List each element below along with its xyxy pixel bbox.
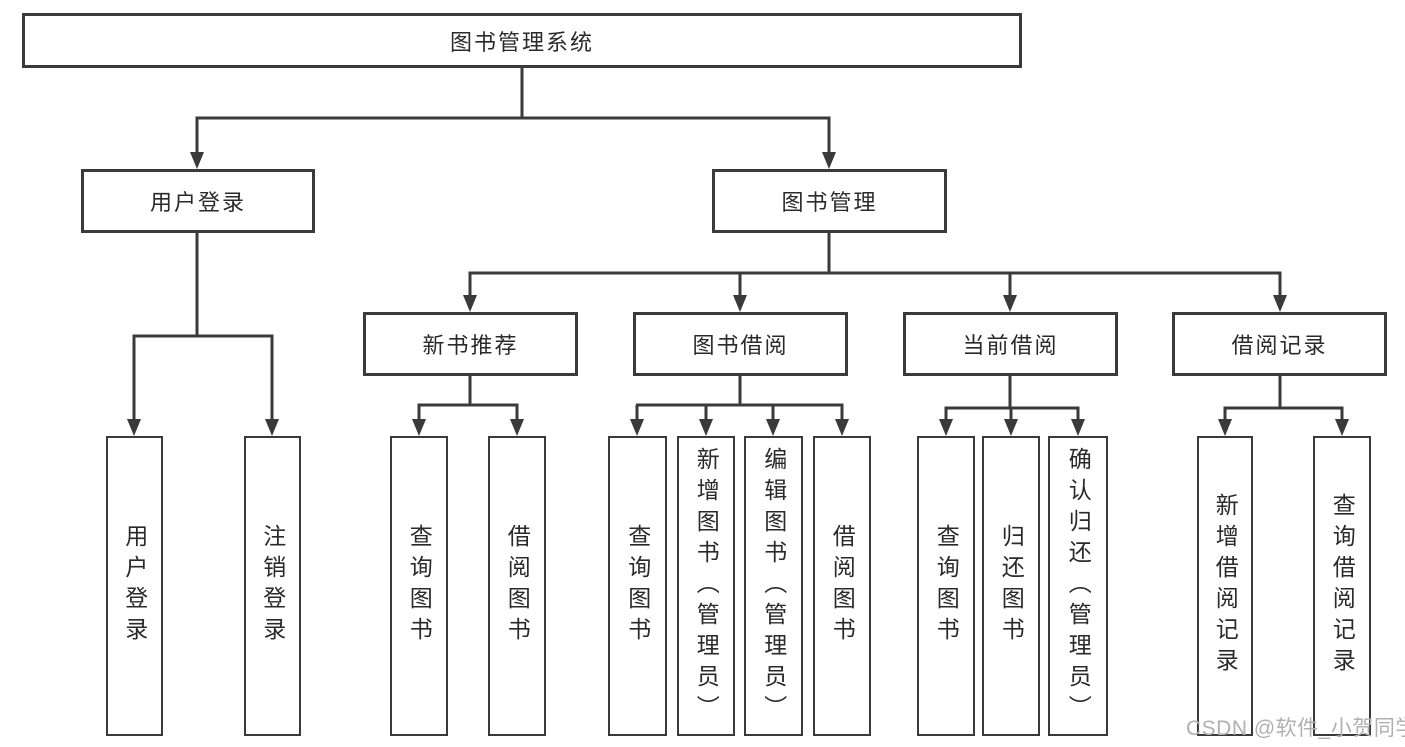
node-leaf-query-books-borrow: 查询图书 — [608, 436, 667, 736]
node-leaf-confirm-return-admin: 确认归还（管理员） — [1048, 436, 1108, 736]
watermark: CSDN @软件_小贺同学 — [1186, 717, 1405, 740]
connector-borrow-records-to-children — [1218, 376, 1349, 436]
node-leaf-edit-books-admin: 编辑图书（管理员） — [744, 436, 803, 736]
connector-root-to-level2 — [190, 66, 836, 169]
node-book-mgmt: 图书管理 — [712, 169, 947, 233]
node-root: 图书管理系统 — [22, 13, 1022, 68]
connector-current-borrow-to-children — [939, 376, 1085, 436]
node-leaf-user-login: 用户登录 — [106, 436, 163, 736]
connector-book-mgmt-to-level3 — [463, 233, 1287, 312]
node-book-borrow: 图书借阅 — [633, 312, 848, 376]
connector-book-borrow-to-children — [630, 376, 849, 436]
node-leaf-query-borrow-record: 查询借阅记录 — [1313, 436, 1371, 736]
node-borrow-records: 借阅记录 — [1172, 312, 1387, 376]
node-user-login: 用户登录 — [81, 169, 315, 233]
node-leaf-borrow-books: 借阅图书 — [813, 436, 871, 736]
node-leaf-logout: 注销登录 — [244, 436, 301, 736]
node-leaf-query-books-current: 查询图书 — [917, 436, 975, 736]
node-new-book-rec: 新书推荐 — [363, 312, 578, 376]
connector-user-login-to-children — [127, 233, 279, 436]
node-current-borrow: 当前借阅 — [903, 312, 1118, 376]
node-leaf-add-books-admin: 新增图书（管理员） — [677, 436, 735, 736]
node-leaf-add-borrow-record: 新增借阅记录 — [1197, 436, 1253, 736]
connector-new-book-rec-to-children — [412, 376, 524, 436]
node-leaf-borrow-books-rec: 借阅图书 — [488, 436, 546, 736]
node-leaf-return-books: 归还图书 — [982, 436, 1040, 736]
node-leaf-query-books-rec: 查询图书 — [390, 436, 448, 736]
